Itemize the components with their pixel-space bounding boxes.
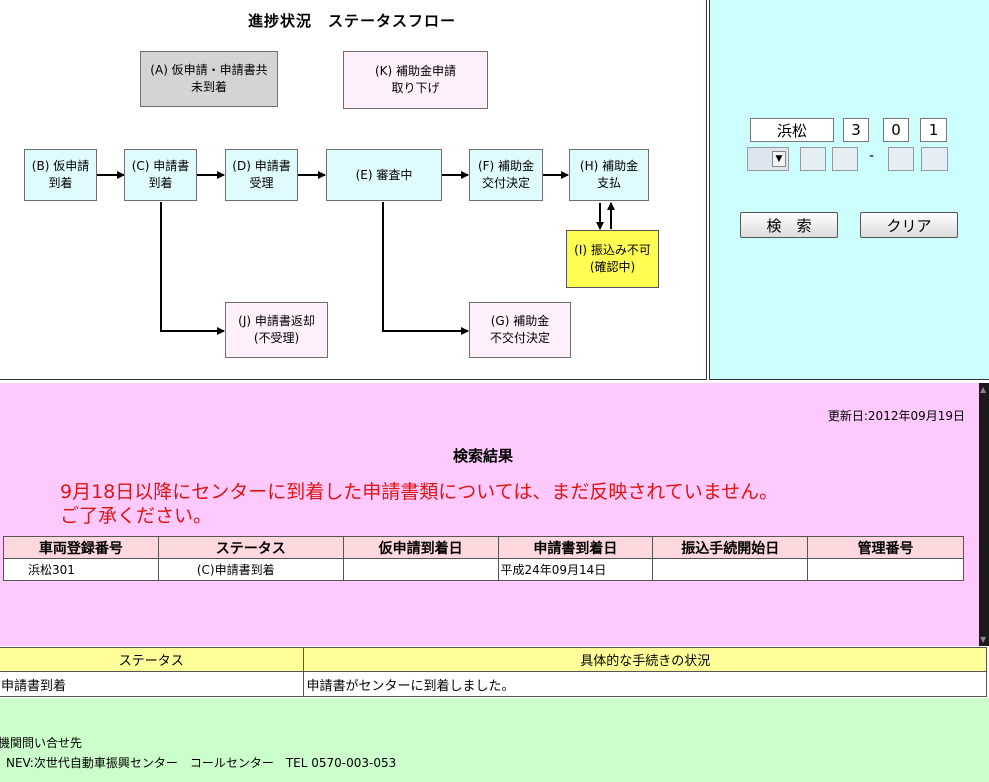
cell-status: (C)申請書到着 [157, 558, 344, 581]
class-number-field[interactable]: 3 [843, 118, 869, 142]
result-table: 車両登録番号 ステータス 仮申請到着日 申請書到着日 振込手続開始日 管理番号 … [3, 536, 964, 581]
digit-field-3[interactable] [888, 147, 914, 171]
cell-plate: 浜松301 [3, 558, 159, 581]
column-header: ステータス [157, 536, 344, 559]
column-header: 車両登録番号 [3, 536, 159, 559]
chevron-down-icon: ▼ [772, 151, 786, 167]
kana-field[interactable]: 0 [883, 118, 909, 142]
contact-heading: 機関問い合せ先 [0, 736, 83, 750]
digit-field-4[interactable] [921, 147, 948, 171]
clear-button[interactable]: クリア [860, 212, 958, 238]
flow-arrows [97, 171, 615, 335]
flow-title: 進捗状況 ステータスフロー [248, 12, 457, 30]
notice-line-2: ご了承ください。 [60, 505, 213, 527]
cell-transfer-date [652, 558, 809, 581]
region-field[interactable]: 浜松 [750, 118, 834, 142]
status-flow-panel: 進捗状況 ステータスフロー (A) 仮申請・申請書共 未到着 (K) 補助金申請… [0, 0, 707, 380]
status-box-j: (J) 申請書返却 (不受理) [225, 302, 328, 358]
number-dash: - [869, 148, 875, 164]
result-table-header: 車両登録番号 ステータス 仮申請到着日 申請書到着日 振込手続開始日 管理番号 [3, 536, 964, 559]
update-date: 更新日:2012年09月19日 [827, 409, 965, 423]
footer: 機関問い合せ先 NEV:次世代自動車振興センター コールセンター TEL 057… [0, 698, 989, 782]
status-value: 申請書到着 [0, 671, 305, 697]
cell-management-no [807, 558, 964, 581]
status-legend-table: ステータス 具体的な手続きの状況 申請書到着 申請書がセンターに到着しました。 [0, 647, 987, 697]
status-box-k: (K) 補助金申請 取り下げ [343, 51, 488, 109]
status-column-header: ステータス [0, 647, 305, 672]
cell-application-date: 平成24年09月14日 [497, 558, 654, 581]
status-box-c: (C) 申請書 到着 [124, 149, 197, 201]
column-header: 管理番号 [807, 536, 964, 559]
status-box-a: (A) 仮申請・申請書共 未到着 [140, 51, 278, 107]
status-box-e: (E) 審査中 [326, 149, 442, 201]
search-panel [709, 0, 989, 380]
search-button[interactable]: 検 索 [740, 212, 838, 238]
notice-line-1: 9月18日以降にセンターに到着した申請書類については、まだ反映されていません。 [60, 481, 779, 503]
digit-field-1[interactable] [800, 147, 826, 171]
notice-message: 9月18日以降にセンターに到着した申請書類については、まだ反映されていません。 … [60, 480, 778, 528]
cell-provisional-date [342, 558, 499, 581]
status-box-i: (I) 振込み不可 (確認中) [566, 230, 659, 288]
arrow-e-g [382, 202, 469, 335]
column-header: 申請書到着日 [497, 536, 654, 559]
arrow-c-j [160, 202, 225, 335]
kana-select[interactable]: ▼ [747, 147, 789, 171]
results-title: 検索結果 [452, 447, 513, 465]
status-box-d: (D) 申請書 受理 [225, 149, 298, 201]
scroll-down-icon[interactable]: ▼ [980, 635, 987, 644]
results-panel: 更新日:2012年09月19日 検索結果 9月18日以降にセンターに到着した申請… [0, 383, 979, 646]
contact-info: NEV:次世代自動車振興センター コールセンター TEL 0570-003-05… [6, 756, 397, 770]
column-header: 仮申請到着日 [342, 536, 499, 559]
detail-value: 申請書がセンターに到着しました。 [303, 671, 987, 697]
status-box-f: (F) 補助金 交付決定 [469, 149, 543, 201]
status-box-h: (H) 補助金 支払 [569, 149, 649, 201]
scroll-up-icon[interactable]: ▲ [980, 385, 987, 394]
column-header: 振込手続開始日 [652, 536, 809, 559]
number-field[interactable]: 1 [920, 118, 947, 142]
table-row: 浜松301 (C)申請書到着 平成24年09月14日 [3, 558, 964, 581]
results-scrollbar[interactable]: ▲ ▼ [979, 383, 989, 646]
status-box-b: (B) 仮申請 到着 [24, 149, 97, 201]
digit-field-2[interactable] [832, 147, 858, 171]
table-row: 申請書到着 申請書がセンターに到着しました。 [0, 671, 987, 697]
detail-column-header: 具体的な手続きの状況 [303, 647, 987, 672]
status-box-g: (G) 補助金 不交付決定 [469, 302, 571, 358]
